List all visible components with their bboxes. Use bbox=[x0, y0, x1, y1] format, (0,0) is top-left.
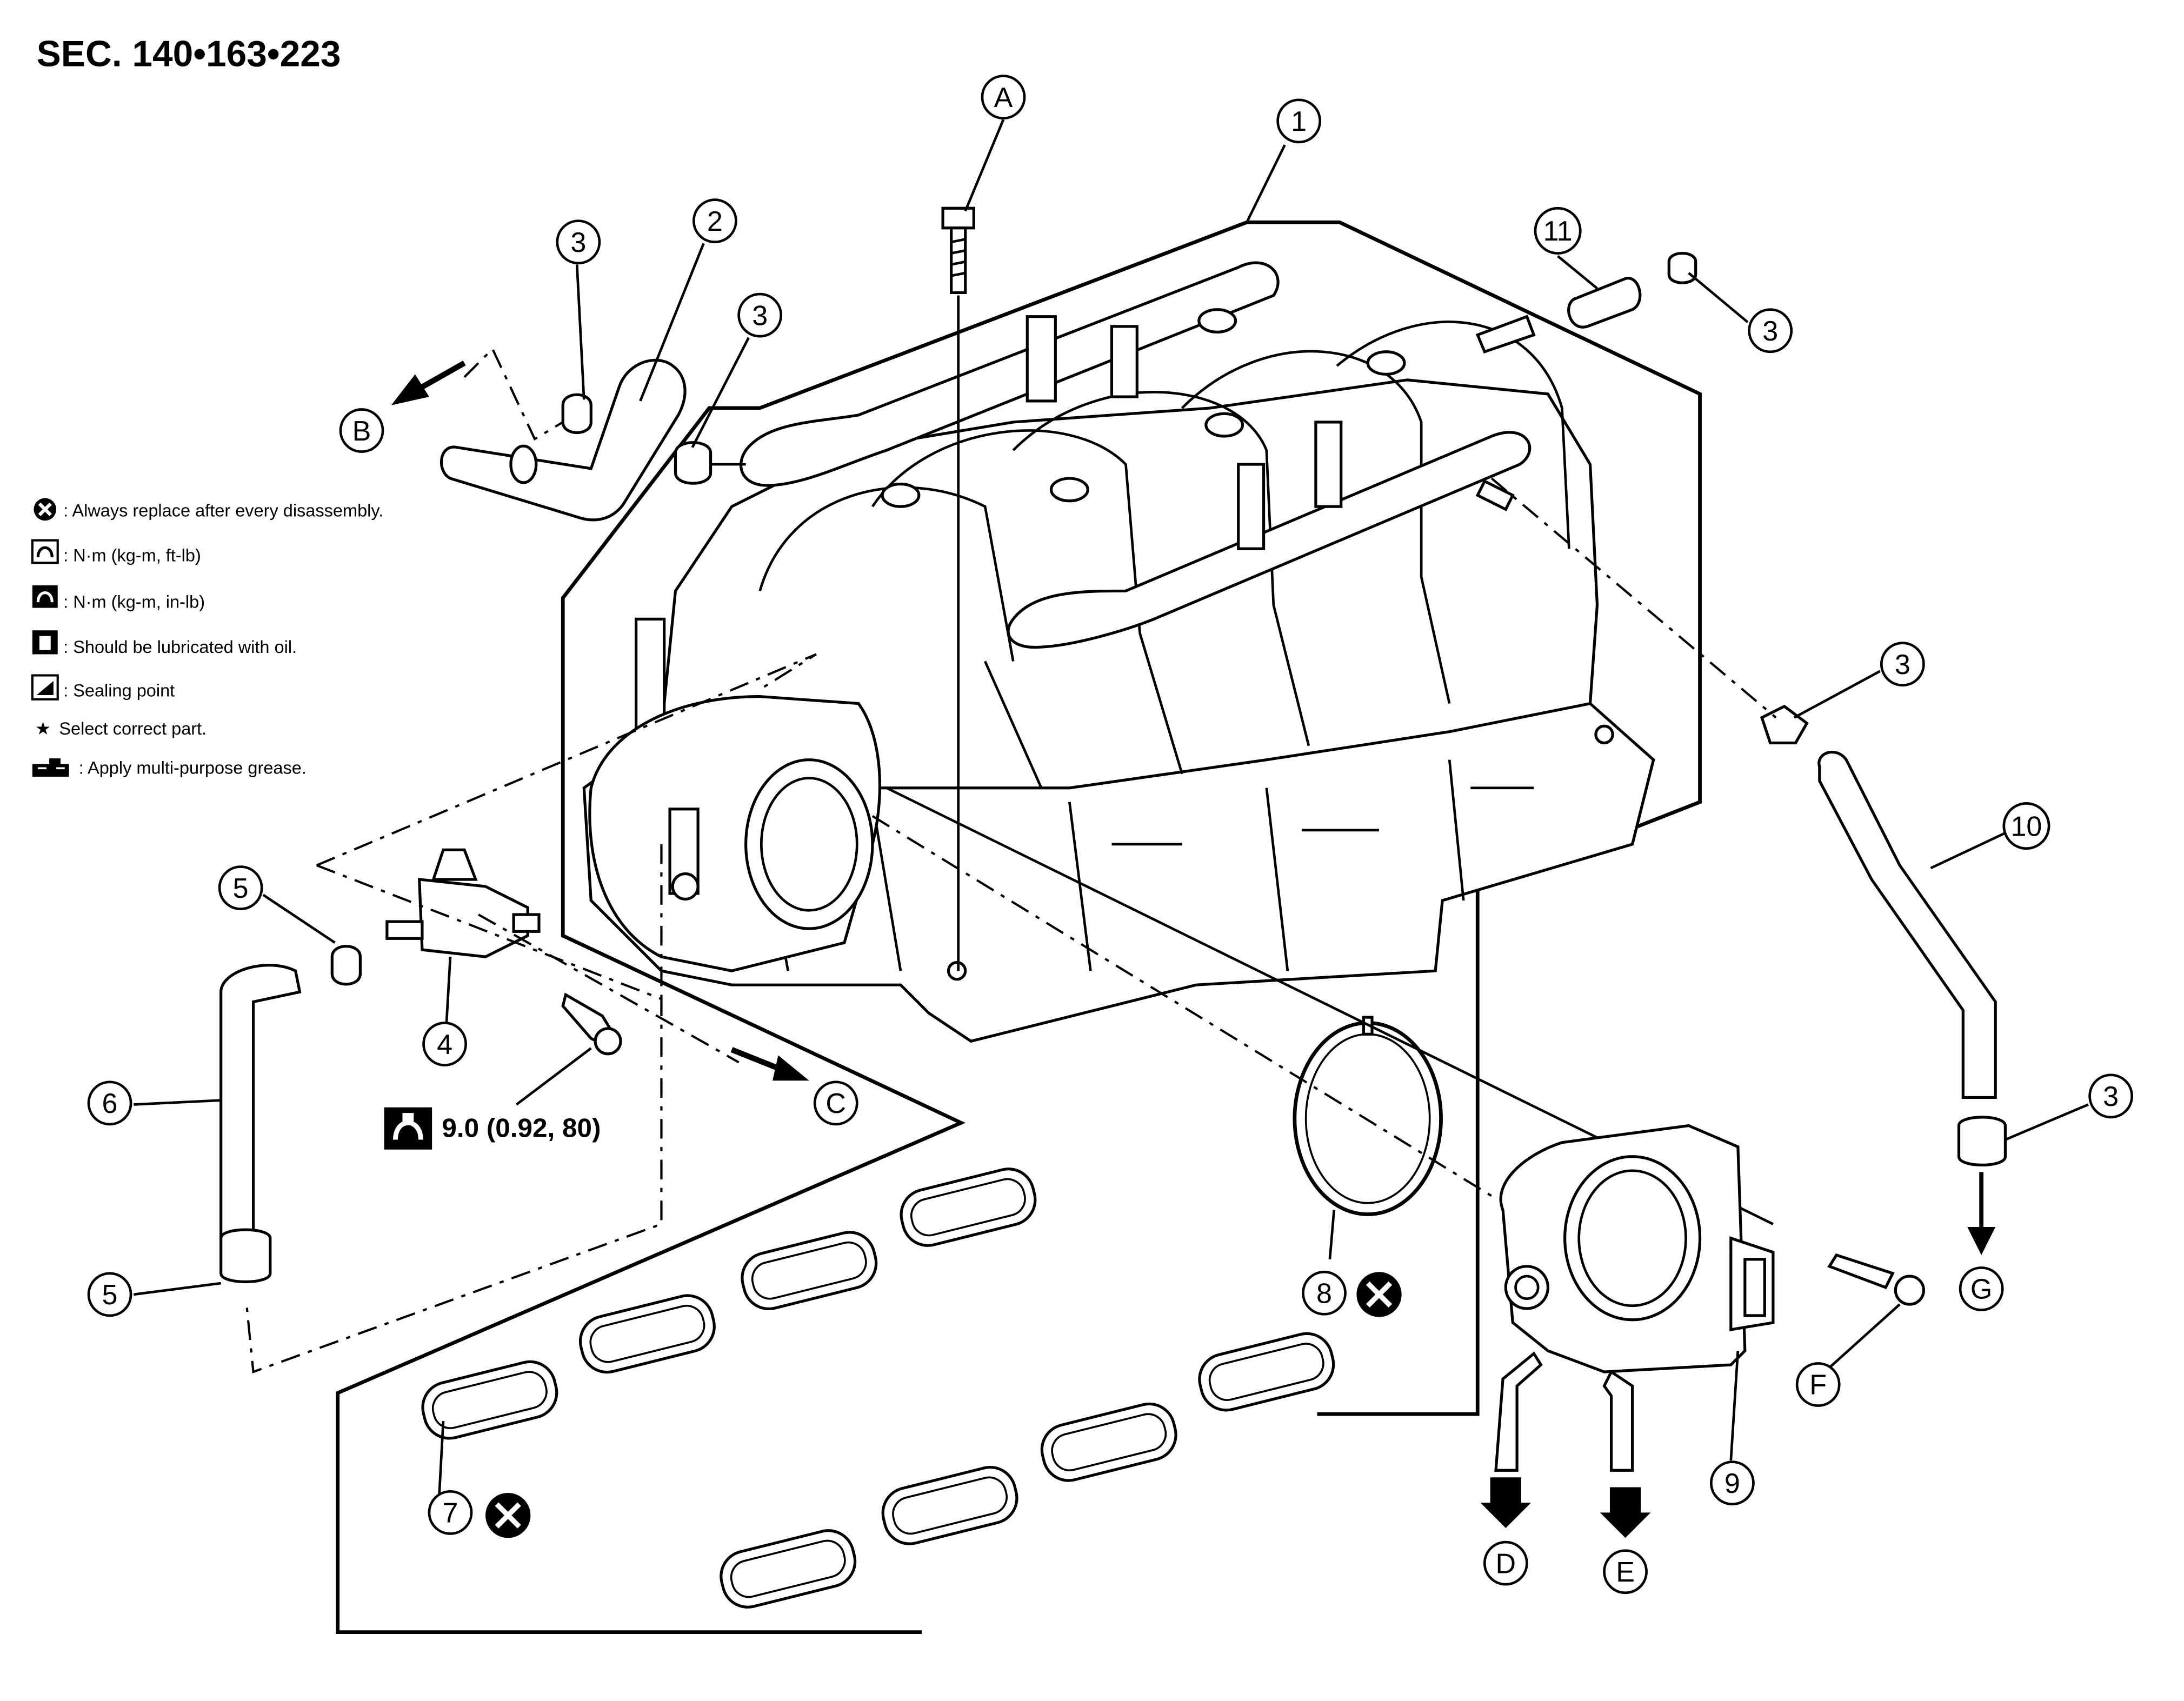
svg-text:3: 3 bbox=[1762, 316, 1778, 347]
hose-clamp-5-upper bbox=[330, 945, 362, 986]
sensor-bolt bbox=[561, 992, 622, 1056]
callout-11: 11 bbox=[1534, 206, 1582, 255]
callout-8: 8 bbox=[1302, 1270, 1347, 1316]
sensor-4 bbox=[385, 848, 541, 958]
svg-text:A: A bbox=[994, 82, 1013, 114]
hose-2 bbox=[440, 358, 687, 522]
callout-10: 10 bbox=[2002, 802, 2050, 850]
legend-grease-text: : Apply multi-purpose grease. bbox=[79, 758, 307, 778]
grease-icon bbox=[32, 758, 69, 777]
legend-replace-text: : Always replace after every disassembly… bbox=[63, 501, 383, 520]
hose-clamp-upper-center bbox=[674, 441, 713, 485]
svg-text:1: 1 bbox=[1291, 106, 1307, 137]
callout-1: 1 bbox=[1276, 98, 1322, 144]
star-icon: ★ bbox=[35, 719, 51, 738]
callout-c: C bbox=[813, 1080, 858, 1126]
svg-text:G: G bbox=[1970, 1274, 1992, 1305]
callout-3-e: 3 bbox=[2088, 1073, 2134, 1119]
section-reference: SEC. 140•163•223 bbox=[37, 34, 341, 74]
svg-text:5: 5 bbox=[233, 873, 249, 904]
svg-text:3: 3 bbox=[752, 300, 768, 331]
callout-6: 6 bbox=[87, 1080, 132, 1126]
torque-wrench-icon bbox=[31, 539, 59, 564]
svg-text:9: 9 bbox=[1724, 1468, 1740, 1499]
svg-text:3: 3 bbox=[2103, 1081, 2119, 1112]
svg-text:E: E bbox=[1616, 1557, 1635, 1588]
legend-select-text: Select correct part. bbox=[59, 719, 207, 738]
legend-oil-text: : Should be lubricated with oil. bbox=[63, 637, 297, 657]
callout-b: B bbox=[339, 408, 384, 453]
bolt-a bbox=[941, 206, 975, 295]
arrow-to-b bbox=[391, 374, 429, 405]
callout-3-d: 3 bbox=[1880, 642, 1925, 687]
arrow-to-e bbox=[1600, 1487, 1651, 1538]
sensor-route-line bbox=[316, 653, 817, 866]
svg-text:10: 10 bbox=[2011, 811, 2042, 842]
arrow-to-g bbox=[1967, 1226, 1996, 1256]
hose-clamp-5-lower bbox=[219, 1228, 272, 1284]
svg-text:C: C bbox=[825, 1088, 846, 1119]
hose-clamp-right-upper bbox=[1760, 704, 1809, 745]
svg-text:4: 4 bbox=[437, 1029, 452, 1060]
svg-text:3: 3 bbox=[570, 227, 586, 258]
callout-g: G bbox=[1959, 1266, 2004, 1311]
callout-4: 4 bbox=[422, 1022, 467, 1066]
legend: : Always replace after every disassembly… bbox=[31, 498, 383, 778]
arrow-to-d bbox=[1480, 1477, 1532, 1529]
svg-text:B: B bbox=[352, 416, 371, 447]
hose-11 bbox=[1567, 277, 1642, 329]
hose-clamp-right-lower bbox=[1957, 1116, 2007, 1167]
replace-x-icon bbox=[1356, 1272, 1402, 1317]
svg-text:D: D bbox=[1496, 1548, 1516, 1579]
replace-x-icon bbox=[485, 1492, 531, 1538]
callout-5-b: 5 bbox=[87, 1272, 132, 1317]
sealant-icon bbox=[31, 674, 59, 701]
callout-3-c: 3 bbox=[1748, 308, 1793, 353]
legend-torque-inlb-text: : N·m (kg-m, in-lb) bbox=[63, 592, 205, 612]
oil-can-icon bbox=[32, 630, 58, 655]
svg-text:6: 6 bbox=[102, 1088, 118, 1119]
route-b-line bbox=[463, 347, 564, 441]
svg-text:8: 8 bbox=[1316, 1278, 1332, 1310]
bolt-f bbox=[1827, 1253, 1926, 1306]
hose-10 bbox=[1817, 750, 1997, 1099]
hose-6 bbox=[219, 964, 302, 1240]
route-c-line bbox=[478, 913, 740, 1064]
upper-assembly-frame-left bbox=[336, 221, 1248, 1635]
callout-f: F bbox=[1795, 1362, 1841, 1407]
intake-manifold bbox=[582, 261, 1655, 1043]
callout-2: 2 bbox=[692, 198, 737, 244]
callout-9: 9 bbox=[1710, 1460, 1755, 1506]
callout-5-a: 5 bbox=[218, 865, 263, 910]
torque-wrench-inlb-icon bbox=[32, 585, 58, 608]
gasket-7-set bbox=[421, 1168, 1335, 1609]
callout-e: E bbox=[1603, 1549, 1648, 1595]
upper-assembly-frame bbox=[1247, 220, 1702, 1416]
svg-text:5: 5 bbox=[102, 1279, 118, 1311]
svg-text:F: F bbox=[1809, 1370, 1827, 1401]
callout-3-b: 3 bbox=[737, 292, 783, 338]
svg-text:3: 3 bbox=[1895, 649, 1910, 681]
callout-3-a: 3 bbox=[556, 219, 601, 265]
gasket-8 bbox=[1293, 1016, 1443, 1216]
legend-torque-text: : N·m (kg-m, ft-lb) bbox=[63, 546, 201, 565]
torque-wrench-icon bbox=[384, 1107, 432, 1150]
arrow-to-c bbox=[773, 1055, 809, 1081]
callout-7: 7 bbox=[428, 1490, 473, 1535]
svg-text:7: 7 bbox=[443, 1498, 458, 1529]
svg-text:11: 11 bbox=[1543, 216, 1573, 247]
hose-clamp-11 bbox=[1667, 251, 1697, 284]
torque-spec: 9.0 (0.92, 80) bbox=[442, 1113, 601, 1143]
leader-lines bbox=[133, 119, 2089, 1499]
svg-text:2: 2 bbox=[707, 206, 723, 237]
legend-sealing-text: : Sealing point bbox=[63, 681, 175, 701]
callout-a: A bbox=[981, 75, 1026, 120]
replace-x-icon bbox=[34, 498, 57, 521]
callout-d: D bbox=[1483, 1540, 1528, 1586]
throttle-body-9 bbox=[1494, 1124, 1775, 1472]
hose-clamp-upper-left bbox=[561, 393, 592, 434]
